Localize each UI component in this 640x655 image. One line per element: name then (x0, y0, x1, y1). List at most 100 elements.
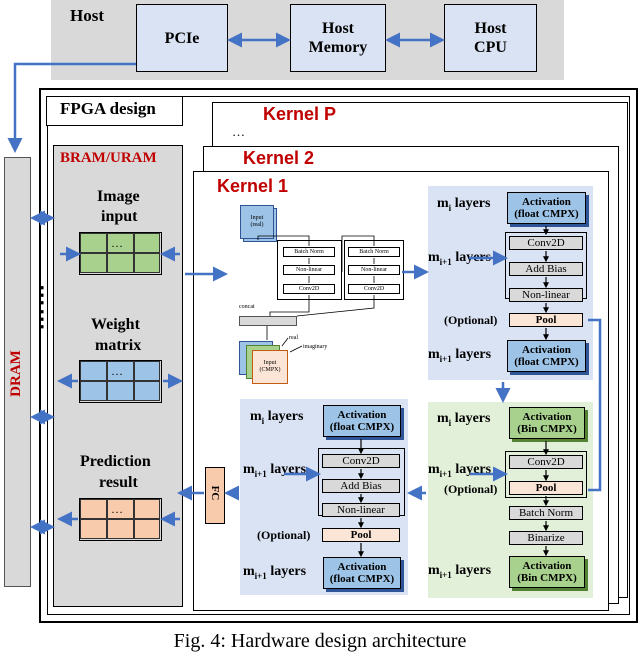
act-l1: Activation (522, 344, 571, 356)
conv2d-1: Conv2D (283, 284, 335, 294)
m: m (428, 347, 440, 362)
dram-dots: ⋮ (31, 282, 53, 307)
prediction-label-2: result (99, 474, 138, 491)
block-a-conv2d: Conv2D (509, 236, 583, 250)
block-a-mi-label: mi layers (437, 196, 490, 213)
dram-bar (4, 157, 31, 587)
kernel-1-label: Kernel 1 (217, 176, 289, 196)
net-edge (281, 337, 289, 347)
host-memory-label-1: Host (322, 20, 354, 37)
batch-norm-1: Batch Norm (283, 247, 335, 257)
m: m (428, 462, 440, 477)
block-b-batch-norm: Batch Norm (509, 506, 583, 520)
grid-cell (134, 519, 160, 539)
act-l1: Activation (522, 196, 571, 208)
net-edge (269, 295, 310, 316)
grid-dots: … (111, 364, 123, 378)
non-linear-1: Non-linear (283, 265, 335, 275)
layers: layers (451, 347, 492, 362)
net-edge (296, 295, 375, 317)
pcie-label: PCIe (164, 29, 200, 47)
figure-caption: Fig. 4: Hardware design architecture (173, 630, 467, 652)
act-l2: (Bin CMPX) (517, 572, 577, 584)
non-linear-2: Non-linear (348, 265, 400, 275)
block-c-mi-label: mi layers (250, 409, 303, 426)
sub: i+1 (439, 468, 452, 479)
host-cpu-label-2: CPU (474, 39, 507, 56)
sub: i+1 (439, 353, 452, 364)
weight-label-1: Weight (91, 316, 140, 333)
host-memory-label-2: Memory (308, 39, 368, 56)
block-c-non-linear: Non-linear (322, 503, 400, 517)
block-a-add-bias: Add Bias (509, 262, 583, 276)
m: m (243, 462, 255, 477)
grid-cell (134, 499, 160, 519)
grid-cell (134, 381, 160, 401)
block-c-add-bias: Add Bias (322, 479, 400, 493)
kernel-p-label: Kernel P (263, 104, 337, 124)
block-b-activation-out: Activation (Bin CMPX) (509, 556, 585, 588)
input-real-box: Input (real) (240, 205, 274, 239)
net-edge (289, 345, 303, 353)
block-b-pool: Pool (509, 481, 583, 495)
batch-norm-2: Batch Norm (348, 247, 400, 257)
bram-label: BRAM/URAM (60, 150, 157, 166)
grid-cell (80, 361, 107, 381)
act-l1: Activation (337, 409, 387, 421)
kernel-dots: … (232, 124, 245, 139)
branch-1-group (277, 240, 342, 300)
grid-cell (134, 253, 160, 273)
sub: i+1 (254, 468, 267, 479)
act-l2: (float CMPX) (514, 208, 579, 220)
grid-dots: … (111, 502, 123, 516)
net-edge (341, 235, 375, 272)
block-c-activation-in: Activation (float CMPX) (323, 405, 401, 437)
block-c-activation-out: Activation (float CMPX) (323, 557, 401, 589)
grid-cell (80, 499, 107, 519)
layers: layers (266, 564, 307, 579)
block-a-activation-out: Activation (float CMPX) (507, 340, 586, 372)
real-label: real (289, 335, 298, 341)
block-b-binarize: Binarize (509, 531, 583, 545)
grid-cell (107, 361, 134, 381)
grid-cell (134, 361, 160, 381)
act-l1: Activation (337, 561, 387, 573)
concat-bar (239, 316, 297, 326)
fpga-design-frame (39, 88, 638, 623)
net-edge (257, 235, 310, 246)
layers: layers (451, 411, 491, 426)
act-l2: (Bin CMPX) (517, 423, 577, 435)
block-b-conv2d: Conv2D (509, 455, 583, 469)
sub: i+1 (254, 570, 267, 581)
block-a-mi1-label-2: mi+1 layers (428, 347, 491, 364)
fpga-label-box (46, 96, 183, 126)
block-a-non-linear: Non-linear (509, 288, 583, 302)
grid-cell (80, 519, 107, 539)
m: m (243, 564, 255, 579)
sub: i (448, 202, 452, 213)
kernel-2-label: Kernel 2 (243, 148, 315, 168)
input-cmpx-label-2: (CMPX) (259, 367, 281, 373)
grid-cell (107, 519, 134, 539)
grid-cell (107, 253, 134, 273)
layers: layers (451, 563, 492, 578)
pcie-box: PCIe (136, 4, 228, 72)
fpga-label: FPGA design (60, 99, 156, 118)
act-l1: Activation (522, 411, 572, 423)
grid-cell (107, 499, 134, 519)
layers: layers (264, 409, 304, 424)
input-cmpx-box: Input (CMPX) (252, 350, 288, 384)
grid-cell (80, 253, 107, 273)
prediction-grid: … (79, 498, 162, 541)
grid-cell (107, 381, 134, 401)
host-cpu-label-1: Host (474, 20, 507, 37)
arrow-pcie-dram (7, 62, 136, 153)
block-a-optional: (Optional) (444, 313, 498, 327)
block-b-mi1-label-2: mi+1 layers (428, 563, 491, 580)
block-b-optional: (Optional) (444, 482, 498, 496)
dram-dots-2: ⋮ (31, 306, 53, 331)
sub: i+1 (439, 569, 452, 580)
concat-label: concat (239, 304, 255, 310)
